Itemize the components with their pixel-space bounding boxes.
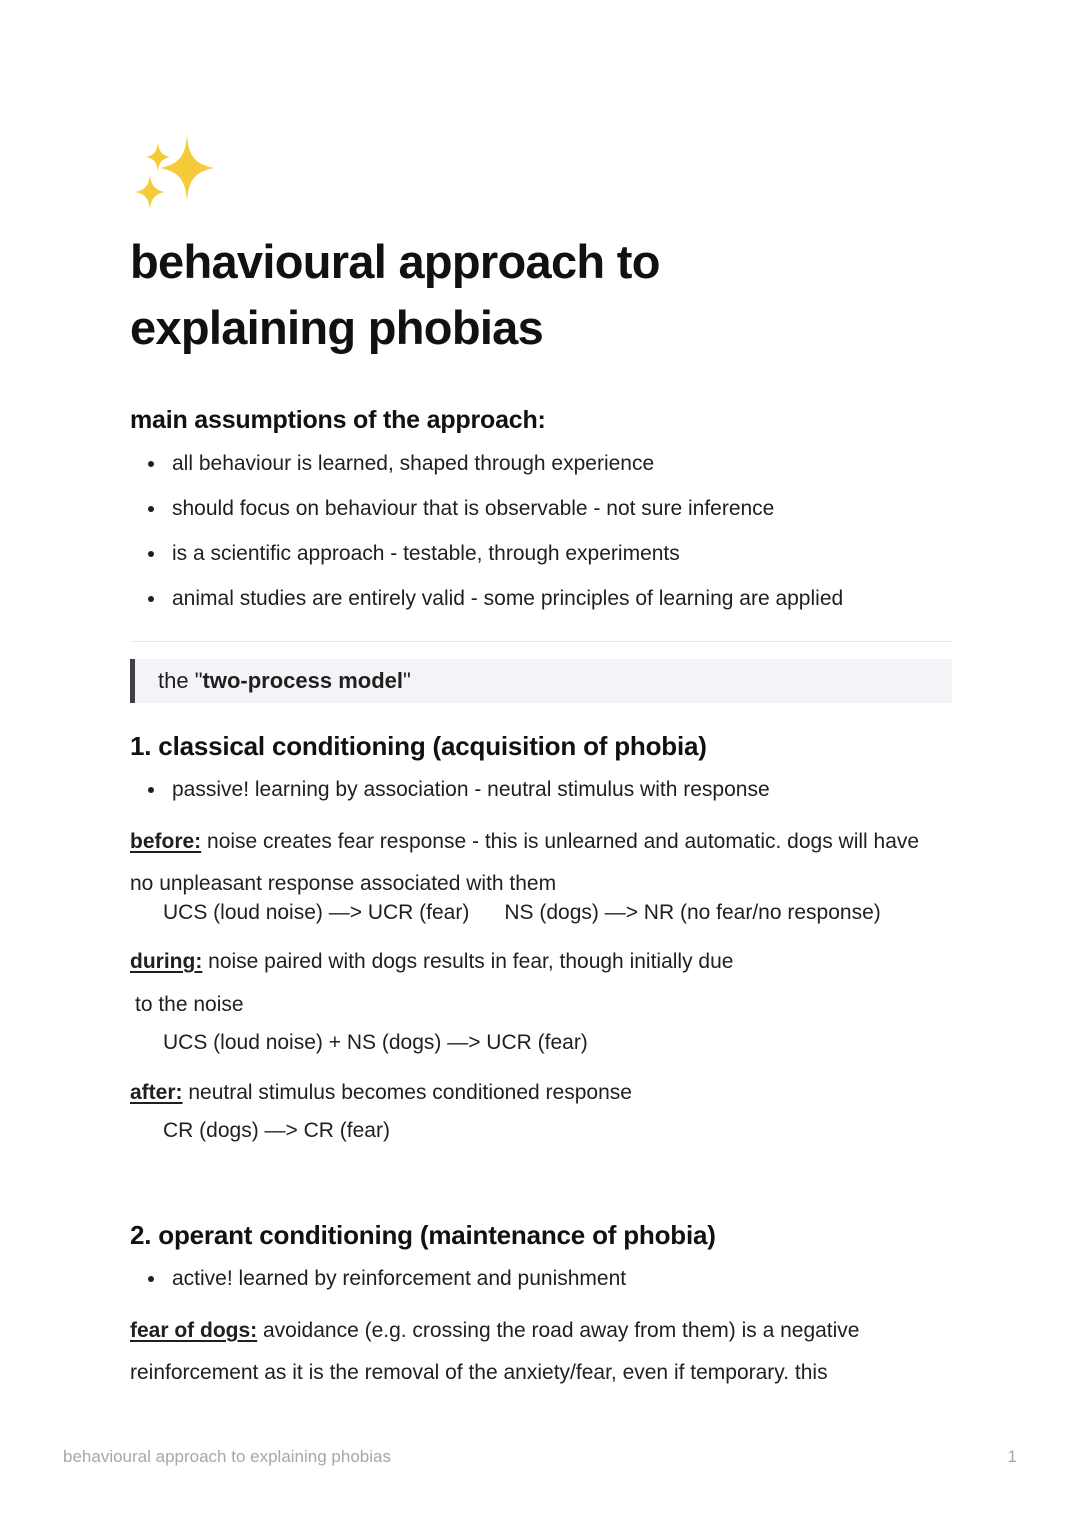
list-item-label: should focus on behaviour that is observ… <box>172 497 775 520</box>
list-item: animal studies are entirely valid - some… <box>130 585 843 613</box>
list-item: is a scientific approach - testable, thr… <box>130 540 843 568</box>
list-item: should focus on behaviour that is observ… <box>130 495 843 523</box>
list-item-label: passive! learning by association - neutr… <box>172 778 770 801</box>
bullet-dot-icon <box>148 596 154 602</box>
after-label: after: <box>130 1081 183 1104</box>
after-paragraph: after: neutral stimulus becomes conditio… <box>130 1072 930 1114</box>
fear-of-dogs-label: fear of dogs: <box>130 1319 258 1342</box>
before-label: before: <box>130 830 202 853</box>
page-number: 1 <box>1007 1447 1017 1466</box>
callout-two-process-model: the "two-process model" <box>130 659 952 703</box>
fear-of-dogs-paragraph: fear of dogs: avoidance (e.g. crossing t… <box>130 1310 930 1394</box>
sparkles-emoji-row <box>130 133 224 211</box>
fear-of-dogs-text: avoidance (e.g. crossing the road away f… <box>130 1319 860 1384</box>
before-text: noise creates fear response - this is un… <box>130 830 920 895</box>
footer-title: behavioural approach to explaining phobi… <box>63 1447 391 1466</box>
during-paragraph-line2: to the noise <box>135 993 244 1016</box>
classical-conditioning-heading: 1. classical conditioning (acquisition o… <box>130 731 707 761</box>
section-divider <box>130 641 952 642</box>
after-text: neutral stimulus becomes conditioned res… <box>182 1081 632 1104</box>
list-item: all behaviour is learned, shaped through… <box>130 450 843 478</box>
list-item-label: animal studies are entirely valid - some… <box>172 587 844 610</box>
classical-conditioning-list: passive! learning by association - neutr… <box>130 776 770 804</box>
callout-suffix: " <box>403 668 411 693</box>
bullet-dot-icon <box>148 1276 154 1282</box>
during-paragraph: during: noise paired with dogs results i… <box>130 941 930 983</box>
page-title: behavioural approach to explaining phobi… <box>130 235 660 354</box>
callout-accent-bar <box>130 659 135 703</box>
bullet-dot-icon <box>148 551 154 557</box>
during-label: during: <box>130 950 203 973</box>
callout-text: the "two-process model" <box>130 666 411 696</box>
equation-during: UCS (loud noise) + NS (dogs) —> UCR (fea… <box>163 1031 588 1054</box>
callout-prefix: the " <box>158 668 203 693</box>
page-footer: behavioural approach to explaining phobi… <box>63 1446 1017 1468</box>
during-text: noise paired with dogs results in fear, … <box>202 950 734 973</box>
callout-bold-text: two-process model <box>202 668 403 693</box>
equation-before: UCS (loud noise) —> UCR (fear) NS (dogs)… <box>163 901 881 924</box>
operant-conditioning-heading: 2. operant conditioning (maintenance of … <box>130 1220 716 1250</box>
assumptions-list: all behaviour is learned, shaped through… <box>130 450 843 630</box>
list-item-label: is a scientific approach - testable, thr… <box>172 542 680 565</box>
sparkles-icon <box>135 135 214 210</box>
bullet-dot-icon <box>148 506 154 512</box>
list-item: active! learned by reinforcement and pun… <box>130 1265 626 1293</box>
list-item-label: all behaviour is learned, shaped through… <box>172 452 655 475</box>
list-item-label: active! learned by reinforcement and pun… <box>172 1267 627 1290</box>
equation-after: CR (dogs) —> CR (fear) <box>163 1119 390 1142</box>
before-paragraph: before: noise creates fear response - th… <box>130 821 930 905</box>
operant-conditioning-list: active! learned by reinforcement and pun… <box>130 1265 626 1293</box>
assumptions-heading: main assumptions of the approach: <box>130 406 546 434</box>
bullet-dot-icon <box>148 461 154 467</box>
bullet-dot-icon <box>148 787 154 793</box>
list-item: passive! learning by association - neutr… <box>130 776 770 804</box>
